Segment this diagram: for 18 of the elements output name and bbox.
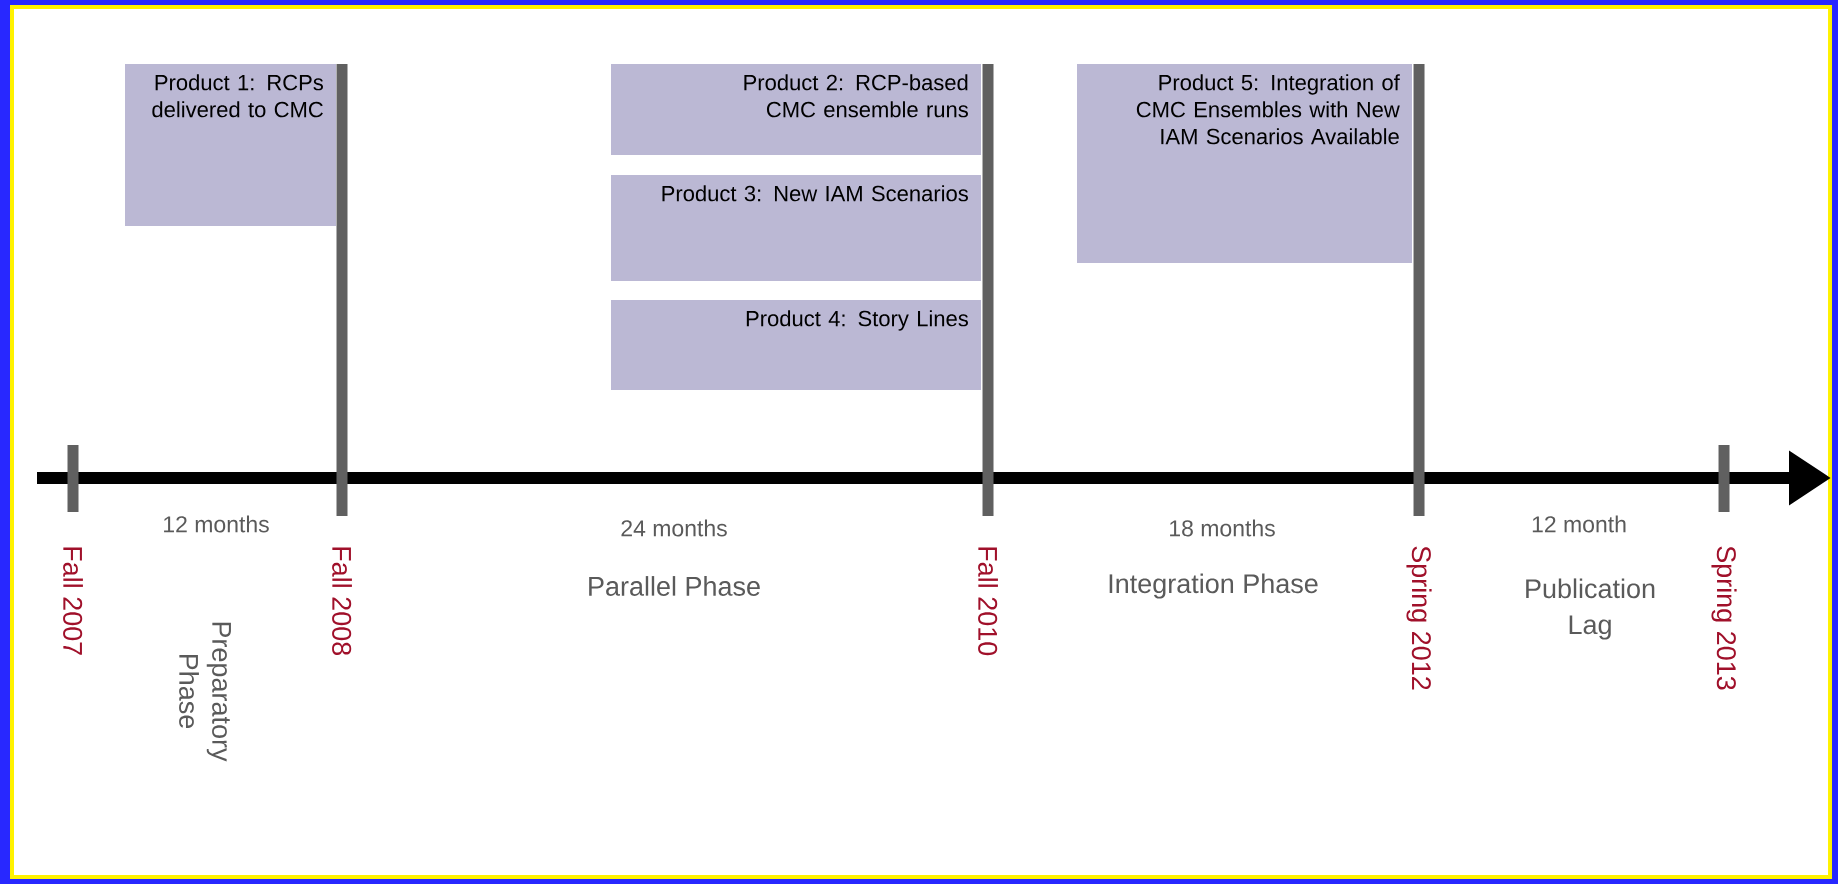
duration-label: 18 months [1170,519,1275,537]
product-box: Product 4: Story Lines [611,300,981,390]
product-box: Product 2: RCP-based CMC ensemble runs [611,64,981,155]
date-label: Fall 2010 [978,547,998,656]
duration-label: 24 months [621,519,727,537]
phase-label: Preparatory Phase [179,622,231,762]
product-box: Product 1: RCPs delivered to CMC [125,64,336,226]
date-label: Spring 2013 [1711,546,1737,690]
phase-label: Integration Phase [1109,573,1318,599]
date-label: Fall 2008 [332,547,352,656]
phase-label: Parallel Phase [589,576,760,596]
product-box: Product 5: Integration of CMC Ensembles with New IAM Scenarios Available [1077,64,1412,263]
duration-label: 12 month [1532,515,1626,533]
date-label: Spring 2012 [1406,546,1432,690]
phase-label: Publication Lag [1526,578,1655,640]
duration-label: 12 months [164,515,269,533]
date-label: Fall 2007 [63,547,83,655]
product-box: Product 3: New IAM Scenarios [611,175,981,281]
